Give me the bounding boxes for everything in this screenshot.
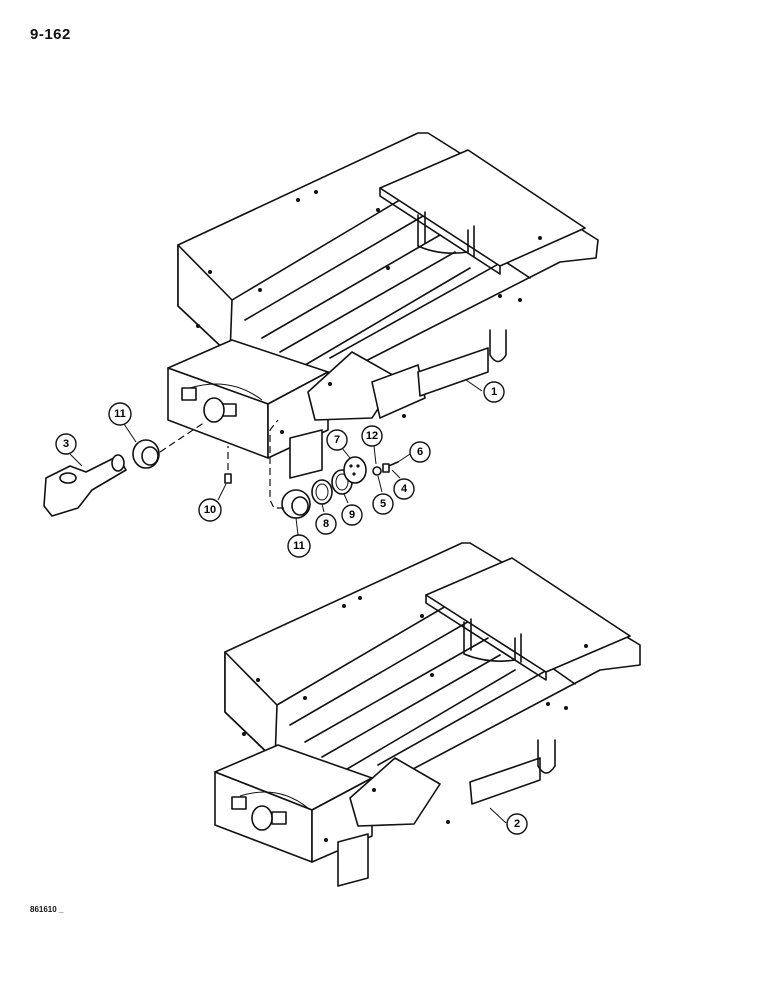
drawing-code: 861610 _	[30, 905, 64, 914]
callout-8: 8	[315, 513, 337, 535]
shim-8	[311, 479, 333, 505]
fitting-10	[224, 473, 232, 484]
leader-lines	[69, 379, 507, 824]
bolt-4	[382, 461, 399, 473]
callout-label: 5	[380, 498, 386, 510]
callout-11-upper: 11	[108, 402, 132, 426]
assembly-line-lower	[269, 419, 284, 509]
frame-assembly-lower	[214, 542, 641, 887]
callout-label: 12	[366, 430, 378, 442]
callout-label: 11	[114, 408, 126, 420]
callout-12: 12	[361, 425, 383, 447]
bushing-lower	[281, 489, 311, 519]
callout-4: 4	[393, 478, 415, 500]
callout-10: 10	[198, 498, 222, 522]
callout-label: 10	[204, 504, 216, 516]
callout-label: 1	[491, 386, 497, 398]
pivot-pin-part	[43, 454, 127, 517]
callout-3: 3	[55, 433, 77, 455]
callout-5: 5	[372, 493, 394, 515]
retainer-plate-7	[343, 456, 367, 484]
callout-1: 1	[483, 381, 505, 403]
callout-2: 2	[506, 813, 528, 835]
callout-label: 11	[293, 540, 305, 552]
callout-label: 8	[323, 518, 329, 530]
page-number: 9-162	[30, 26, 71, 43]
frame-assembly-upper	[167, 132, 599, 479]
callout-label: 6	[417, 446, 423, 458]
washer-5	[372, 466, 382, 476]
callout-label: 9	[349, 509, 355, 521]
callout-label: 2	[514, 818, 520, 830]
callout-label: 3	[63, 438, 69, 450]
assembly-line-upper	[159, 421, 206, 453]
callout-7: 7	[326, 429, 348, 451]
bushing-upper	[132, 439, 160, 469]
callout-6: 6	[409, 441, 431, 463]
callout-label: 7	[334, 434, 340, 446]
callout-9: 9	[341, 504, 363, 526]
callout-label: 4	[401, 483, 408, 495]
callout-11-lower: 11	[287, 534, 311, 558]
